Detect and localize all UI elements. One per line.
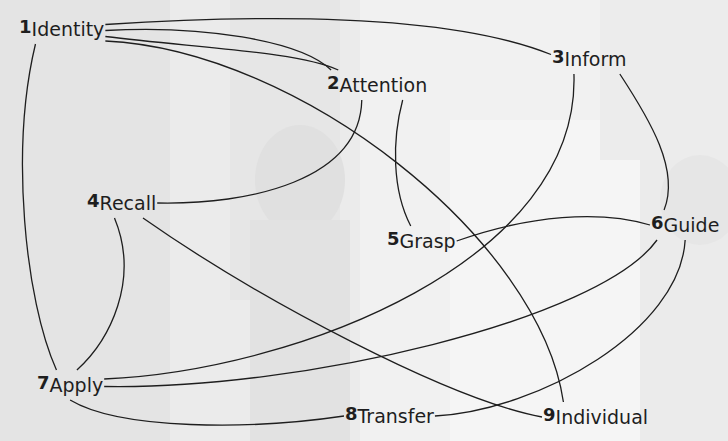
- concept-label: Apply: [50, 374, 104, 396]
- concept-node: 1Identity: [18, 14, 105, 44]
- step-number: 5: [387, 228, 400, 249]
- concept-node: 7Apply: [36, 370, 104, 400]
- concept-node: 4Recall: [86, 188, 157, 218]
- step-number: 2: [327, 72, 340, 93]
- concept-node: 3Inform: [551, 44, 627, 74]
- step-number: 7: [37, 372, 50, 393]
- concept-label: Identity: [32, 18, 105, 40]
- concept-label: Individual: [556, 406, 649, 428]
- connector-curve: [157, 100, 362, 203]
- concept-node: 5Grasp: [386, 226, 457, 256]
- step-number: 3: [552, 46, 565, 67]
- connector-curve: [395, 100, 410, 226]
- step-number: 9: [543, 404, 556, 425]
- concept-node: 9Individual: [542, 402, 649, 432]
- concept-label: Guide: [664, 214, 720, 236]
- step-number: 1: [19, 16, 32, 37]
- connector-curve: [105, 19, 551, 55]
- concept-label: Recall: [100, 192, 157, 214]
- concept-label: Inform: [565, 48, 627, 70]
- connector-curve: [435, 240, 685, 416]
- step-number: 6: [651, 212, 664, 233]
- concept-node: 6Guide: [650, 210, 720, 240]
- concept-label: Attention: [340, 74, 428, 96]
- step-number: 8: [345, 403, 358, 424]
- connector-curve: [23, 44, 57, 370]
- step-number: 4: [87, 190, 100, 211]
- concept-label: Grasp: [400, 230, 456, 252]
- connector-curve: [620, 74, 669, 210]
- connector-curve: [104, 240, 657, 387]
- connector-curve: [457, 217, 650, 241]
- concept-node: 8Transfer: [344, 401, 435, 431]
- connector-curve: [70, 400, 344, 425]
- connector-curve: [143, 218, 542, 417]
- concept-node: 2Attention: [326, 70, 428, 100]
- connector-curve: [77, 218, 124, 370]
- concept-label: Transfer: [358, 405, 434, 427]
- connector-curve: [105, 41, 563, 402]
